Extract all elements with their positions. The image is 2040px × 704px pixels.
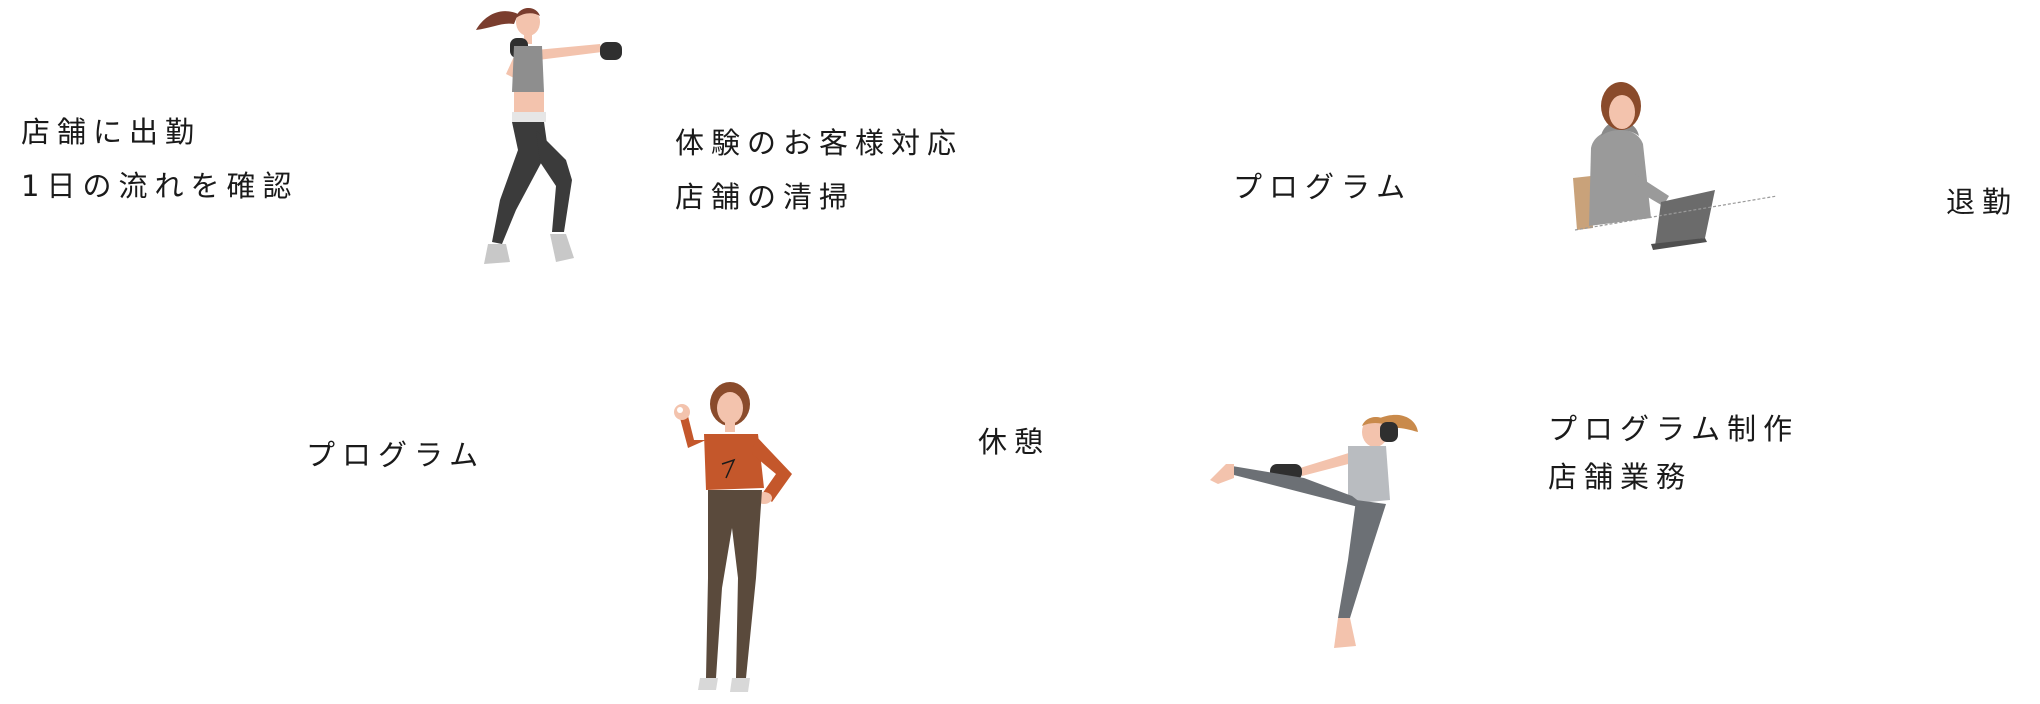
step-break: 休憩 bbox=[978, 415, 1050, 469]
caption-line: 退勤 bbox=[1946, 185, 2019, 219]
caption-line: プログラム bbox=[1233, 170, 1413, 204]
caption-line: プログラム bbox=[306, 438, 486, 472]
caption-line: 休憩 bbox=[978, 425, 1051, 459]
boxer-punching-illustration bbox=[476, 7, 622, 264]
woman-at-laptop-illustration bbox=[1573, 82, 1778, 250]
caption-line: 体験のお客様対応 bbox=[675, 126, 964, 160]
step-program-2: プログラム bbox=[306, 428, 485, 482]
caption-line: プログラム制作 bbox=[1548, 412, 1800, 446]
caption-line: 店舗業務 bbox=[1548, 460, 1693, 494]
step-program: プログラム bbox=[1233, 160, 1412, 214]
step-customer-and-cleaning: 体験のお客様対応 店舗の清掃 bbox=[675, 116, 963, 224]
caption-line: 店舗の清掃 bbox=[675, 180, 856, 214]
woman-ok-gesture-illustration bbox=[674, 382, 792, 692]
caption-line: 1日の流れを確認 bbox=[21, 169, 299, 203]
step-leave-work: 退勤 bbox=[1946, 175, 2018, 229]
caption-line: 店舗に出勤 bbox=[21, 115, 202, 149]
kickboxer-kicking-illustration bbox=[1210, 414, 1418, 648]
step-arrive-store: 店舗に出勤 1日の流れを確認 bbox=[21, 105, 298, 213]
step-program-production: プログラム制作 店舗業務 bbox=[1548, 405, 1799, 501]
